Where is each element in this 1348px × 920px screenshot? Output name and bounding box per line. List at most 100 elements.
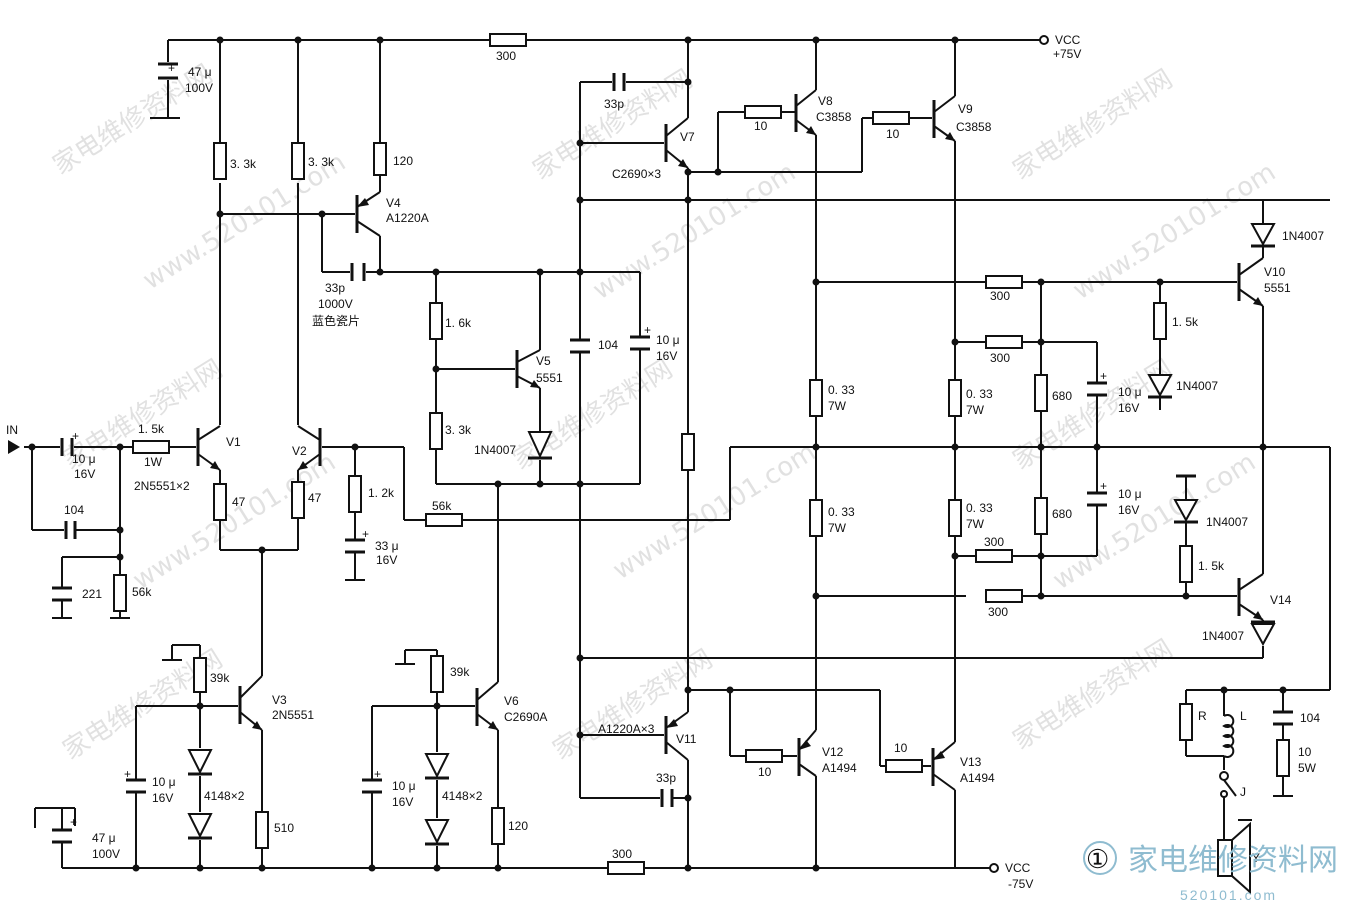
label-r47-b: 47 <box>308 491 322 505</box>
label-v4: V4 <box>386 196 401 210</box>
label-r300-bot: 300 <box>612 847 632 861</box>
label-v10-part: 5551 <box>1264 281 1291 295</box>
resistor-r680-a <box>1034 374 1048 412</box>
label-speaker: Y <box>1252 851 1260 865</box>
label-r1k6: 1. 6k <box>445 316 472 330</box>
vcc-positive-terminal <box>1039 35 1049 45</box>
label-c47u-top: 47 μ <box>188 65 212 79</box>
label-r10-v12: 10 <box>758 765 772 779</box>
label-c104-mid: 104 <box>598 338 618 352</box>
resistor-r1k5-v10 <box>1153 302 1167 340</box>
label-r510: 510 <box>274 821 294 835</box>
resistor-r300-v14a <box>975 549 1013 563</box>
diode-v6a <box>424 753 450 779</box>
label-v13-part: A1494 <box>960 771 995 785</box>
input-arrow-icon <box>8 440 20 454</box>
label-v9-part: C3858 <box>956 120 992 134</box>
jack-j-contact <box>1220 790 1228 798</box>
figure-number-circle <box>1083 841 1117 875</box>
label-v13: V13 <box>960 755 982 769</box>
label-v7-part: C2690×3 <box>612 167 661 181</box>
label-plus: + <box>168 61 175 75</box>
resistor-r680-b <box>1034 497 1048 535</box>
resistor-r10-v13 <box>885 759 923 773</box>
resistor-zobel <box>1276 739 1290 777</box>
diode-v3a <box>187 749 213 775</box>
label-c33p-v11: 33p <box>656 771 676 785</box>
resistor-r300-v14b <box>985 589 1023 603</box>
label-v5-part: 5551 <box>536 371 563 385</box>
label-c10u-v3: 10 μ <box>152 775 176 789</box>
label-c221: 221 <box>82 587 102 601</box>
resistor-re4 <box>948 499 962 537</box>
label-v6-part: C2690A <box>504 710 547 724</box>
label-r-zobel-w: 5W <box>1298 761 1317 775</box>
transistor-v8 <box>794 89 817 136</box>
label-plus: + <box>72 429 79 443</box>
label-plus: + <box>374 767 381 781</box>
diode-v10b <box>1147 374 1173 398</box>
input-label: IN <box>6 423 18 437</box>
label-r10-v8: 10 <box>754 119 768 133</box>
label-r56k-fb: 56k <box>432 499 452 513</box>
resistor-r1k2 <box>348 475 362 513</box>
resistor-r3k3-b <box>291 142 305 180</box>
diodes <box>187 223 1276 846</box>
label-c10u-mid: 10 μ <box>656 333 680 347</box>
resistor-r-out <box>1179 703 1193 741</box>
label-c104-in: 104 <box>64 503 84 517</box>
label-plus: + <box>1100 369 1107 383</box>
label-v10: V10 <box>1264 265 1286 279</box>
resistor-r3k3-a <box>213 142 227 180</box>
resistor-r56k-fb <box>425 513 463 527</box>
label-c47u-top-v: 100V <box>185 81 213 95</box>
label-c33u-v: 16V <box>376 553 397 567</box>
label-v11-part: A1220A×3 <box>598 722 655 736</box>
resistor-bias-v7 <box>681 433 695 471</box>
resistor-re3 <box>948 379 962 417</box>
label-c10u-r2: 10 μ <box>1118 487 1142 501</box>
transistor-v12 <box>797 729 817 777</box>
label-c10u-r2-v: 16V <box>1118 503 1139 517</box>
label-r680-a: 680 <box>1052 389 1072 403</box>
label-v9: V9 <box>958 102 973 116</box>
transistor-v14 <box>1237 573 1264 621</box>
label-re4-w: 7W <box>966 517 985 531</box>
label-c33u: 33 μ <box>375 539 399 553</box>
label-d-v14a: 1N4007 <box>1206 515 1248 529</box>
label-c47u-bot-v: 100V <box>92 847 120 861</box>
label-re3-w: 7W <box>966 403 985 417</box>
vcc-positive-name: VCC <box>1055 33 1081 47</box>
transistor-v5 <box>515 349 541 389</box>
resistor-r39k-a <box>193 657 207 693</box>
label-c33p-v4: 33p <box>325 281 345 295</box>
label-c10u-v6: 10 μ <box>392 779 416 793</box>
label-c10u-mid-v: 16V <box>656 349 677 363</box>
diode-v10a <box>1250 223 1276 247</box>
transistor-v9 <box>932 95 956 142</box>
label-jack: J <box>1240 785 1246 799</box>
label-r120-bot: 120 <box>508 819 528 833</box>
resistor-r1k5-v14 <box>1179 545 1193 583</box>
label-plus: + <box>362 527 369 541</box>
resistors <box>113 33 1290 875</box>
label-re1-w: 7W <box>828 399 847 413</box>
watermark-text: 家电维修资料网 <box>1008 634 1178 756</box>
resistor-r300-top <box>489 33 527 47</box>
watermark-url: www.520101.com <box>128 447 341 596</box>
label-inductor: L <box>1240 709 1247 723</box>
label-r1k5-v10: 1. 5k <box>1172 315 1199 329</box>
label-c33p-v4-v: 1000V <box>318 297 353 311</box>
brand-logo-text: 家电维修资料网 <box>1128 844 1338 877</box>
resistor-r300-bot <box>607 861 645 875</box>
label-r3k3-b: 3. 3k <box>308 155 335 169</box>
vcc-negative-terminal <box>989 863 999 873</box>
label-r300-v14b: 300 <box>988 605 1008 619</box>
label-r300-v10a: 300 <box>990 289 1010 303</box>
output-stage <box>8 35 1251 895</box>
watermark-text: 家电维修资料网 <box>1008 64 1178 186</box>
label-v7: V7 <box>680 130 695 144</box>
transistor-v10 <box>1237 257 1264 307</box>
resistor-r47-b <box>291 481 305 519</box>
